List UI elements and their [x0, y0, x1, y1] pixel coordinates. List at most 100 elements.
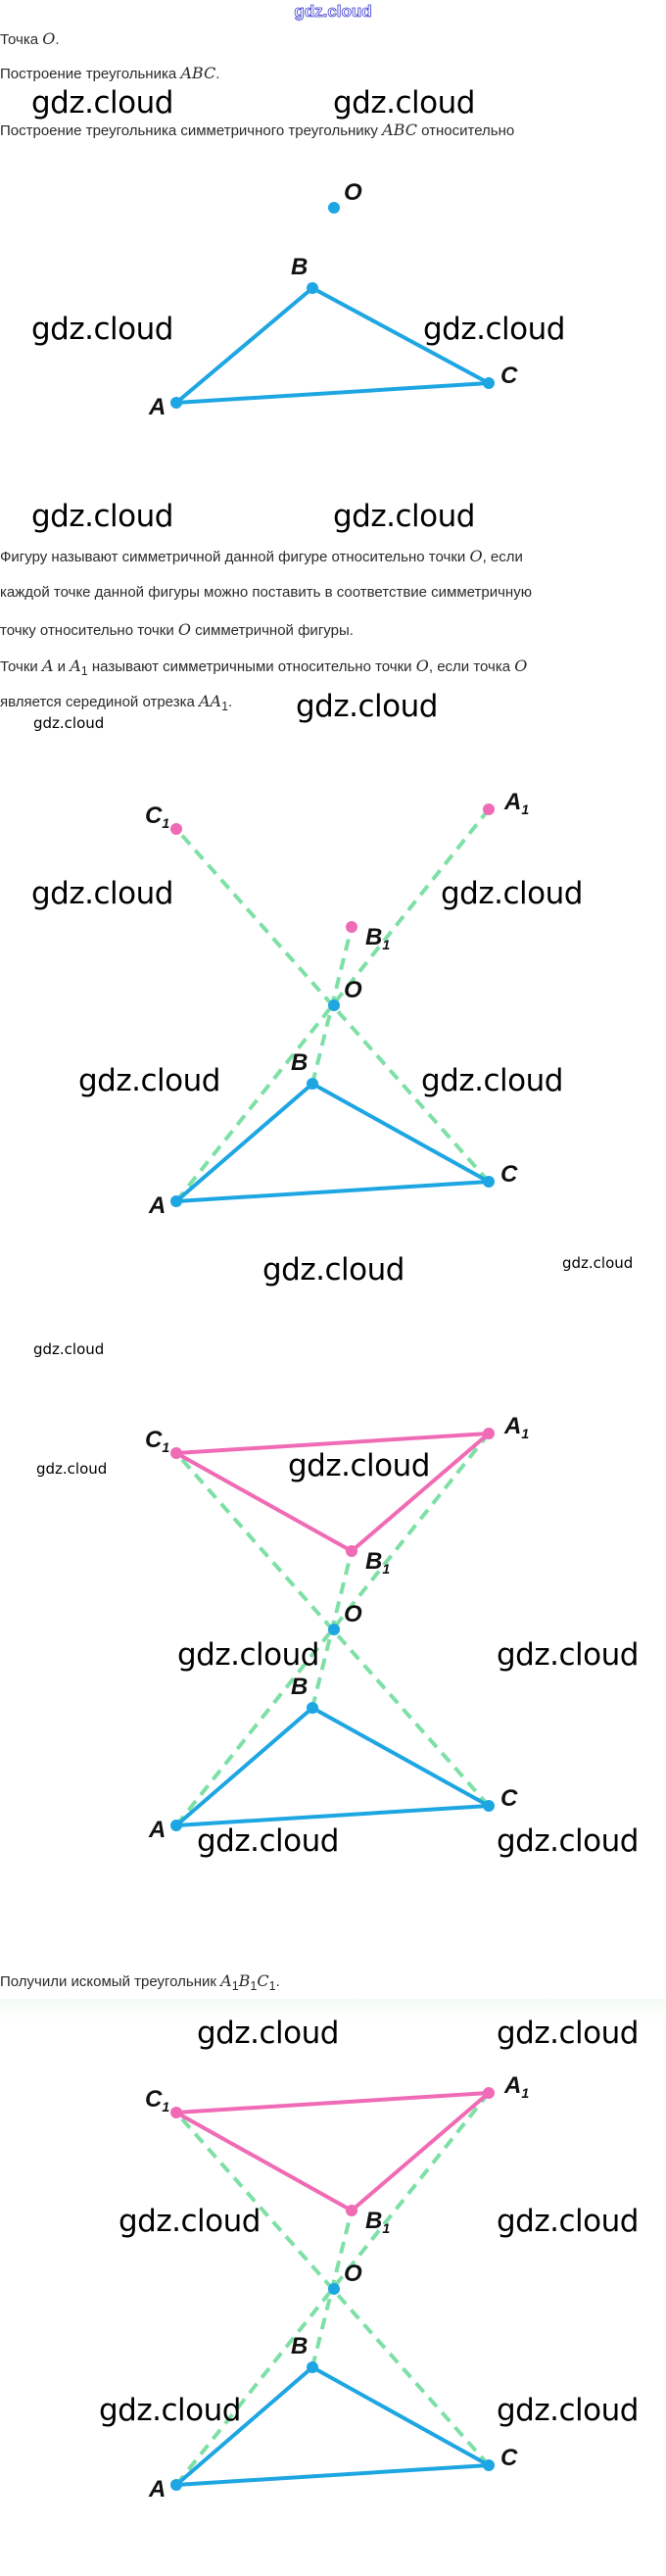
point-a — [170, 1820, 182, 1831]
point-b — [307, 2361, 318, 2373]
point-c — [483, 1176, 495, 1188]
point-a1 — [483, 2087, 495, 2099]
math: AA — [198, 692, 222, 710]
label-o: O — [344, 1601, 362, 1628]
watermark: gdz.cloud — [33, 714, 105, 732]
label-a: A — [148, 2476, 166, 2503]
label-c: C — [500, 2445, 518, 2471]
text: , если точка — [428, 658, 515, 675]
label-o: O — [344, 179, 362, 206]
watermark: gdz.cloud — [197, 2016, 339, 2051]
text: Точки — [0, 658, 42, 675]
text: , если — [482, 549, 523, 565]
text: Точка — [0, 31, 43, 48]
label-subscript: 1 — [382, 1561, 390, 1577]
point-b — [307, 1702, 318, 1714]
triangle-a1b1c1 — [174, 1432, 491, 1553]
highlight-band — [0, 1999, 666, 2020]
math: O — [469, 547, 483, 565]
math: ABC — [382, 121, 417, 139]
label-a1: A1 — [503, 2072, 529, 2101]
label-b1: B1 — [365, 924, 390, 952]
label-a1: A1 — [503, 1413, 529, 1441]
watermark: gdz.cloud — [333, 499, 475, 534]
watermark: gdz.cloud — [562, 1254, 634, 1272]
subscript: 1 — [80, 664, 88, 678]
step-build-abc: Построение треугольника ABC. — [0, 65, 219, 83]
definition-line: каждой точке данной фигуры можно постави… — [0, 584, 532, 601]
point-a — [170, 2479, 182, 2491]
definition-line: Фигуру называют симметричной данной фигу… — [0, 548, 523, 566]
watermark: gdz.cloud — [497, 1823, 639, 1859]
label-b: B — [291, 254, 308, 280]
watermark: gdz.cloud — [36, 1460, 108, 1478]
label-a: A — [148, 394, 166, 420]
watermark: gdz.cloud — [78, 1063, 220, 1098]
point-b1 — [346, 921, 357, 933]
step-build-symmetric: Построение треугольника симметричного тр… — [0, 122, 514, 140]
text: Фигуру называют симметричной данной фигу… — [0, 549, 470, 565]
definition-line: является серединой отрезка AA1. — [0, 692, 232, 713]
watermark: gdz.cloud — [441, 876, 583, 911]
header-watermark: gdz.cloud — [294, 2, 372, 22]
definition-line: точку относительно точки O симметричной … — [0, 621, 354, 640]
math: A — [220, 1971, 232, 1990]
text: точку относительно точки — [0, 622, 178, 639]
label-b: B — [291, 1674, 308, 1700]
watermark: gdz.cloud — [197, 1823, 339, 1859]
label-a1: A1 — [503, 789, 529, 817]
text: Построение треугольника — [0, 66, 181, 82]
construction-line-AA1 — [174, 2091, 491, 2487]
text: . — [215, 66, 220, 82]
text: . — [55, 31, 60, 48]
label-subscript: 1 — [382, 2220, 390, 2236]
point-c1 — [170, 823, 182, 835]
construction-line-AA1 — [174, 807, 491, 1203]
subscript: 1 — [221, 700, 229, 713]
label-c: C — [500, 1785, 518, 1812]
label-c1: C1 — [145, 802, 169, 831]
label-a: A — [148, 1192, 166, 1219]
point-a — [170, 397, 182, 409]
math: O — [415, 656, 429, 675]
watermark: gdz.cloud — [177, 1637, 319, 1673]
point-b1 — [346, 1545, 357, 1557]
watermark: gdz.cloud — [31, 499, 173, 534]
watermark: gdz.cloud — [31, 312, 173, 347]
point-c1 — [170, 2107, 182, 2118]
text: Получили искомый треугольник — [0, 1973, 221, 1990]
point-o — [328, 2283, 340, 2295]
text: Построение треугольника симметричного тр… — [0, 122, 383, 139]
triangle-abc — [174, 286, 491, 405]
label-c: C — [500, 363, 518, 389]
text: симметричной фигуры. — [191, 622, 354, 639]
triangle-abc — [174, 1706, 491, 1827]
point-o — [328, 999, 340, 1011]
label-o: O — [344, 977, 362, 1003]
watermark: gdz.cloud — [31, 85, 173, 121]
watermark: gdz.cloud — [421, 1063, 563, 1098]
triangle-a1b1c1 — [174, 2091, 491, 2212]
label-c1: C1 — [145, 1427, 169, 1455]
definition-line: Точки A и A1 называют симметричными отно… — [0, 656, 528, 678]
point-a1 — [483, 803, 495, 815]
watermark: gdz.cloud — [99, 2393, 241, 2428]
label-b: B — [291, 1049, 308, 1076]
label-b: B — [291, 2333, 308, 2359]
math: A — [70, 656, 81, 675]
label-subscript: 1 — [382, 937, 390, 952]
label-subscript: 1 — [162, 1439, 169, 1455]
math: O — [514, 656, 528, 675]
point-a — [170, 1195, 182, 1207]
watermark: gdz.cloud — [262, 1252, 404, 1288]
watermark: gdz.cloud — [497, 2204, 639, 2239]
watermark: gdz.cloud — [33, 1340, 105, 1358]
point-b1 — [346, 2205, 357, 2216]
text: является серединой отрезка — [0, 694, 199, 710]
watermark: gdz.cloud — [288, 1448, 430, 1483]
math: B — [238, 1971, 251, 1990]
triangle-abc — [174, 1082, 491, 1203]
label-b1: B1 — [365, 2208, 390, 2236]
point-c — [483, 2459, 495, 2471]
